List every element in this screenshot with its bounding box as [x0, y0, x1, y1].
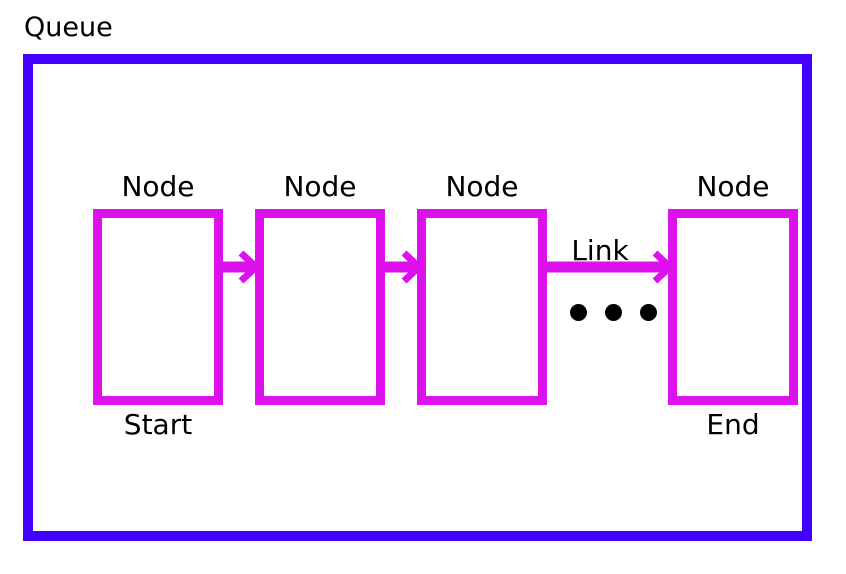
node-badge-start: Start [123, 408, 193, 441]
node-label-4: Node [696, 170, 770, 203]
ellipsis-dot [640, 304, 657, 321]
link-arrow-1 [222, 250, 262, 284]
link-arrow-2 [385, 250, 425, 284]
node-box-1[interactable] [93, 209, 223, 405]
link-label: Link [571, 234, 629, 267]
ellipsis-dot [570, 304, 587, 321]
node-label-1: Node [121, 170, 195, 203]
node-badge-end: End [706, 408, 760, 441]
node-box-4[interactable] [668, 209, 798, 405]
link-arrow-3 [547, 250, 676, 284]
node-box-2[interactable] [255, 209, 385, 405]
diagram-title: Queue [24, 12, 113, 43]
node-label-3: Node [445, 170, 519, 203]
node-label-2: Node [283, 170, 357, 203]
node-box-3[interactable] [417, 209, 547, 405]
ellipsis-dots [570, 304, 657, 321]
ellipsis-dot [605, 304, 622, 321]
queue-boundary-frame [23, 54, 812, 541]
